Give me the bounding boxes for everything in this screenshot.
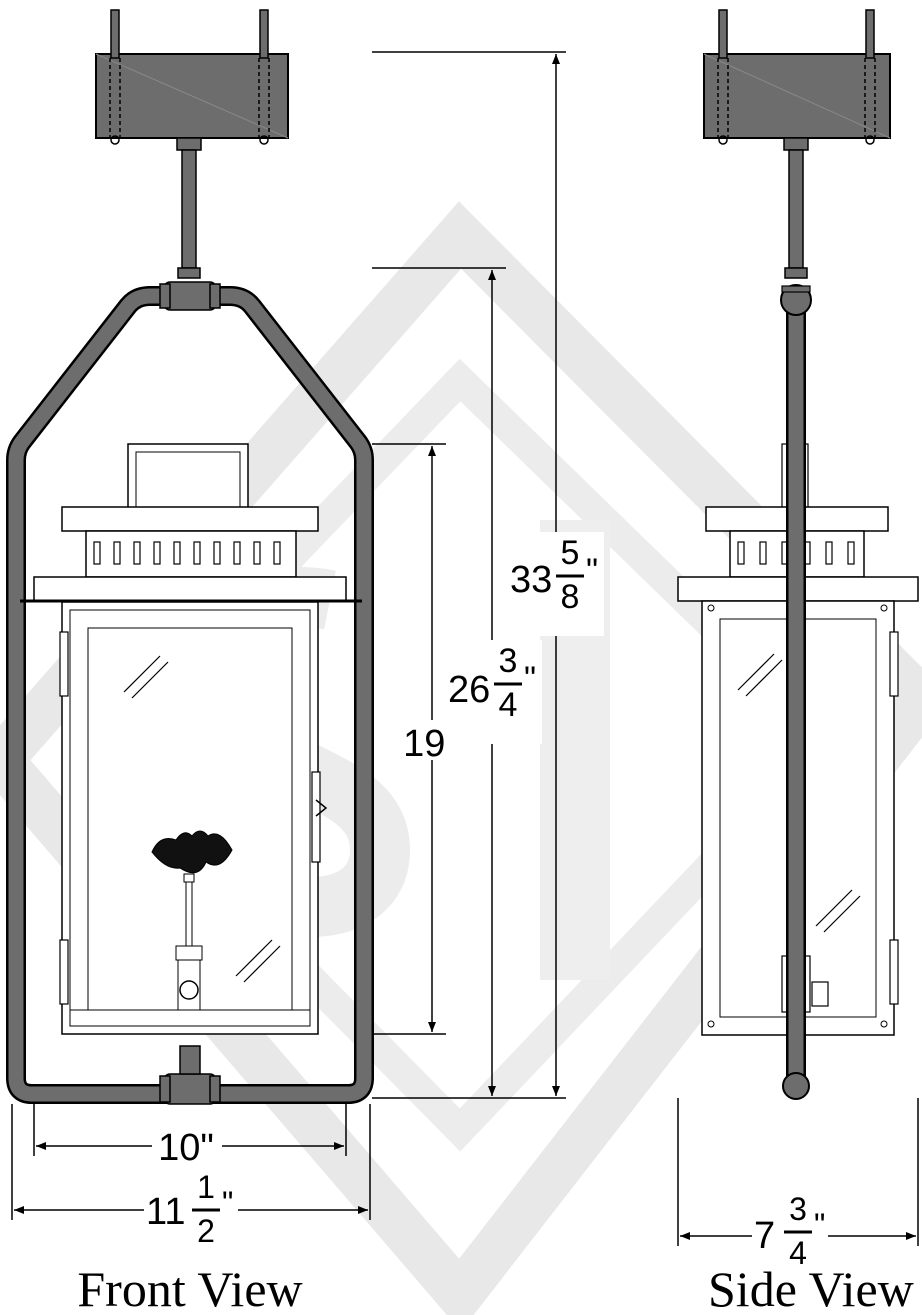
svg-text:3: 3 [789,1191,807,1227]
svg-text:11: 11 [146,1191,185,1233]
side-view-caption: Side View [708,1261,914,1315]
front-mount-bolts [109,9,270,145]
svg-text:2: 2 [197,1213,215,1249]
svg-text:": " [524,660,536,698]
svg-text:": " [814,1207,825,1243]
front-view-caption: Front View [77,1261,302,1315]
svg-text:1: 1 [197,1169,215,1205]
front-chimney [127,443,249,509]
svg-text:7: 7 [754,1215,775,1257]
svg-text:": " [222,1185,233,1221]
overall-height-label: 33 5 8 " [508,532,604,636]
inner-width-label: 10" [158,1127,214,1169]
svg-text:": " [586,552,598,590]
front-view [6,9,374,1105]
side-view [677,9,919,1100]
side-depth-label: 7 3 4 " [752,1191,828,1271]
svg-text:4: 4 [789,1235,807,1271]
svg-text:3: 3 [499,642,518,680]
outer-width-label: 11 1 2 " [144,1169,238,1252]
front-burner [151,830,233,1011]
svg-text:4: 4 [499,686,518,724]
front-vent-slots [93,541,281,565]
mid-height-label: 26 3 4 " [446,640,542,744]
svg-text:26: 26 [448,669,490,711]
svg-text:33: 33 [510,559,552,601]
svg-text:8: 8 [561,578,580,616]
svg-text:5: 5 [561,534,580,572]
